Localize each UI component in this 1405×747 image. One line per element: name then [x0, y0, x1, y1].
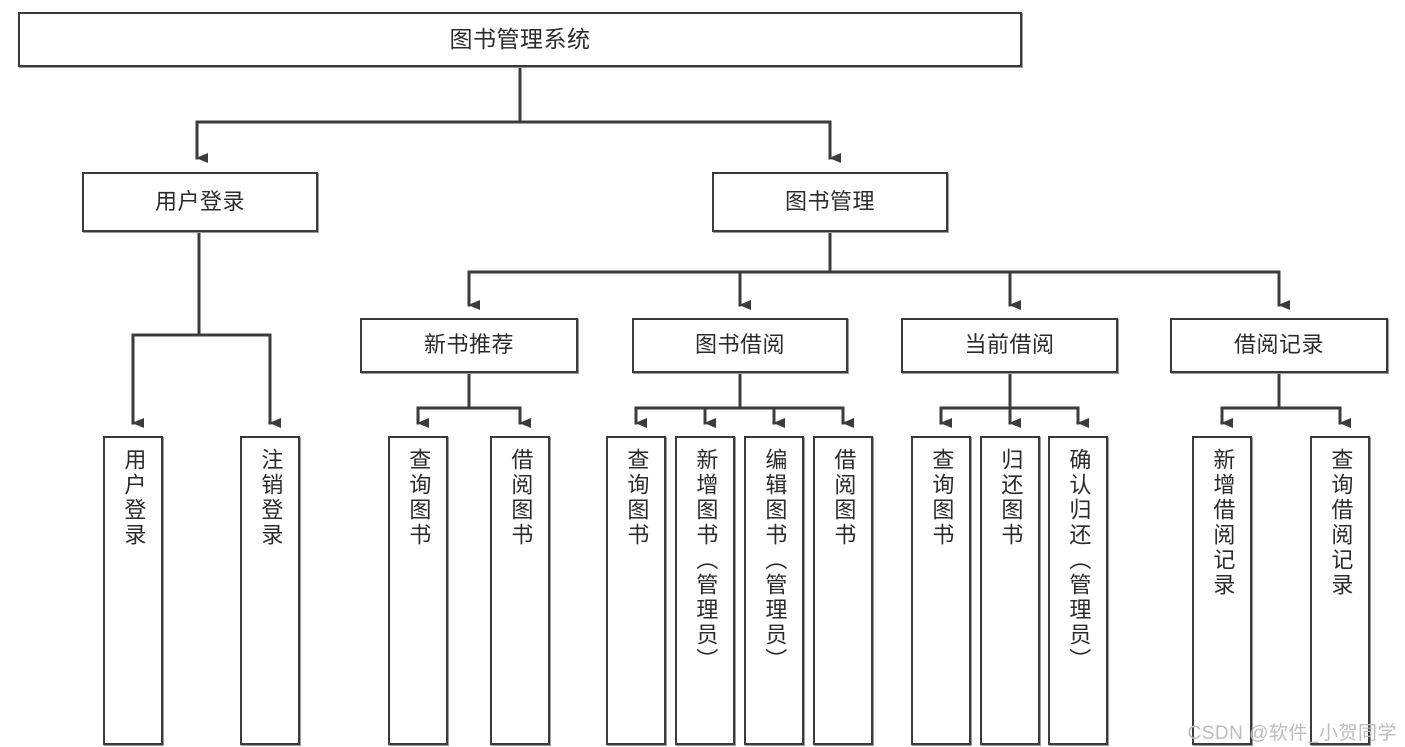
node-user-login[interactable]: 用户登录: [82, 172, 318, 232]
node-current-borrow[interactable]: 当前借阅: [901, 318, 1118, 373]
node-leaf-query-book-2[interactable]: 查询图书: [606, 436, 666, 745]
node-label: 查询借阅记录: [1328, 448, 1354, 598]
node-label: 确认归还（管理员）: [1066, 448, 1092, 673]
node-label: 查询图书: [929, 448, 955, 548]
node-label: 查询图书: [406, 448, 432, 548]
node-leaf-user-login[interactable]: 用户登录: [103, 436, 163, 745]
node-borrow-record[interactable]: 借阅记录: [1170, 318, 1388, 373]
node-label: 借阅记录: [1233, 332, 1324, 358]
node-label: 用户登录: [154, 188, 245, 214]
node-label: 当前借阅: [964, 332, 1055, 358]
node-label: 编辑图书（管理员）: [762, 448, 788, 673]
node-label: 图书管理: [784, 188, 875, 214]
node-label: 图书管理系统: [449, 26, 591, 53]
node-label: 归还图书: [998, 448, 1024, 548]
node-leaf-borrow-book-2[interactable]: 借阅图书: [813, 436, 873, 745]
node-label: 借阅图书: [508, 448, 534, 548]
node-new-book-recommend[interactable]: 新书推荐: [360, 318, 578, 373]
node-label: 图书借阅: [694, 332, 785, 358]
node-label: 用户登录: [121, 448, 147, 548]
node-leaf-confirm-return[interactable]: 确认归还（管理员）: [1048, 436, 1108, 745]
node-root-system[interactable]: 图书管理系统: [18, 12, 1022, 67]
node-book-borrow[interactable]: 图书借阅: [632, 318, 848, 373]
node-leaf-edit-book[interactable]: 编辑图书（管理员）: [744, 436, 804, 745]
node-leaf-add-record[interactable]: 新增借阅记录: [1192, 436, 1252, 745]
node-label: 注销登录: [258, 448, 284, 548]
node-leaf-query-book-3[interactable]: 查询图书: [911, 436, 971, 745]
node-leaf-borrow-book-1[interactable]: 借阅图书: [490, 436, 550, 745]
node-label: 查询图书: [624, 448, 650, 548]
node-leaf-logout-login[interactable]: 注销登录: [240, 436, 300, 745]
node-label: 借阅图书: [831, 448, 857, 548]
node-book-management[interactable]: 图书管理: [712, 172, 948, 232]
node-label: 新增图书（管理员）: [693, 448, 719, 673]
node-label: 新增借阅记录: [1210, 448, 1236, 598]
node-label: 新书推荐: [423, 332, 514, 358]
node-leaf-query-book-1[interactable]: 查询图书: [388, 436, 448, 745]
node-leaf-add-book[interactable]: 新增图书（管理员）: [675, 436, 735, 745]
node-leaf-query-record[interactable]: 查询借阅记录: [1310, 436, 1370, 745]
node-leaf-return-book[interactable]: 归还图书: [980, 436, 1040, 745]
watermark: CSDN @软件_小贺同学: [1187, 723, 1397, 744]
